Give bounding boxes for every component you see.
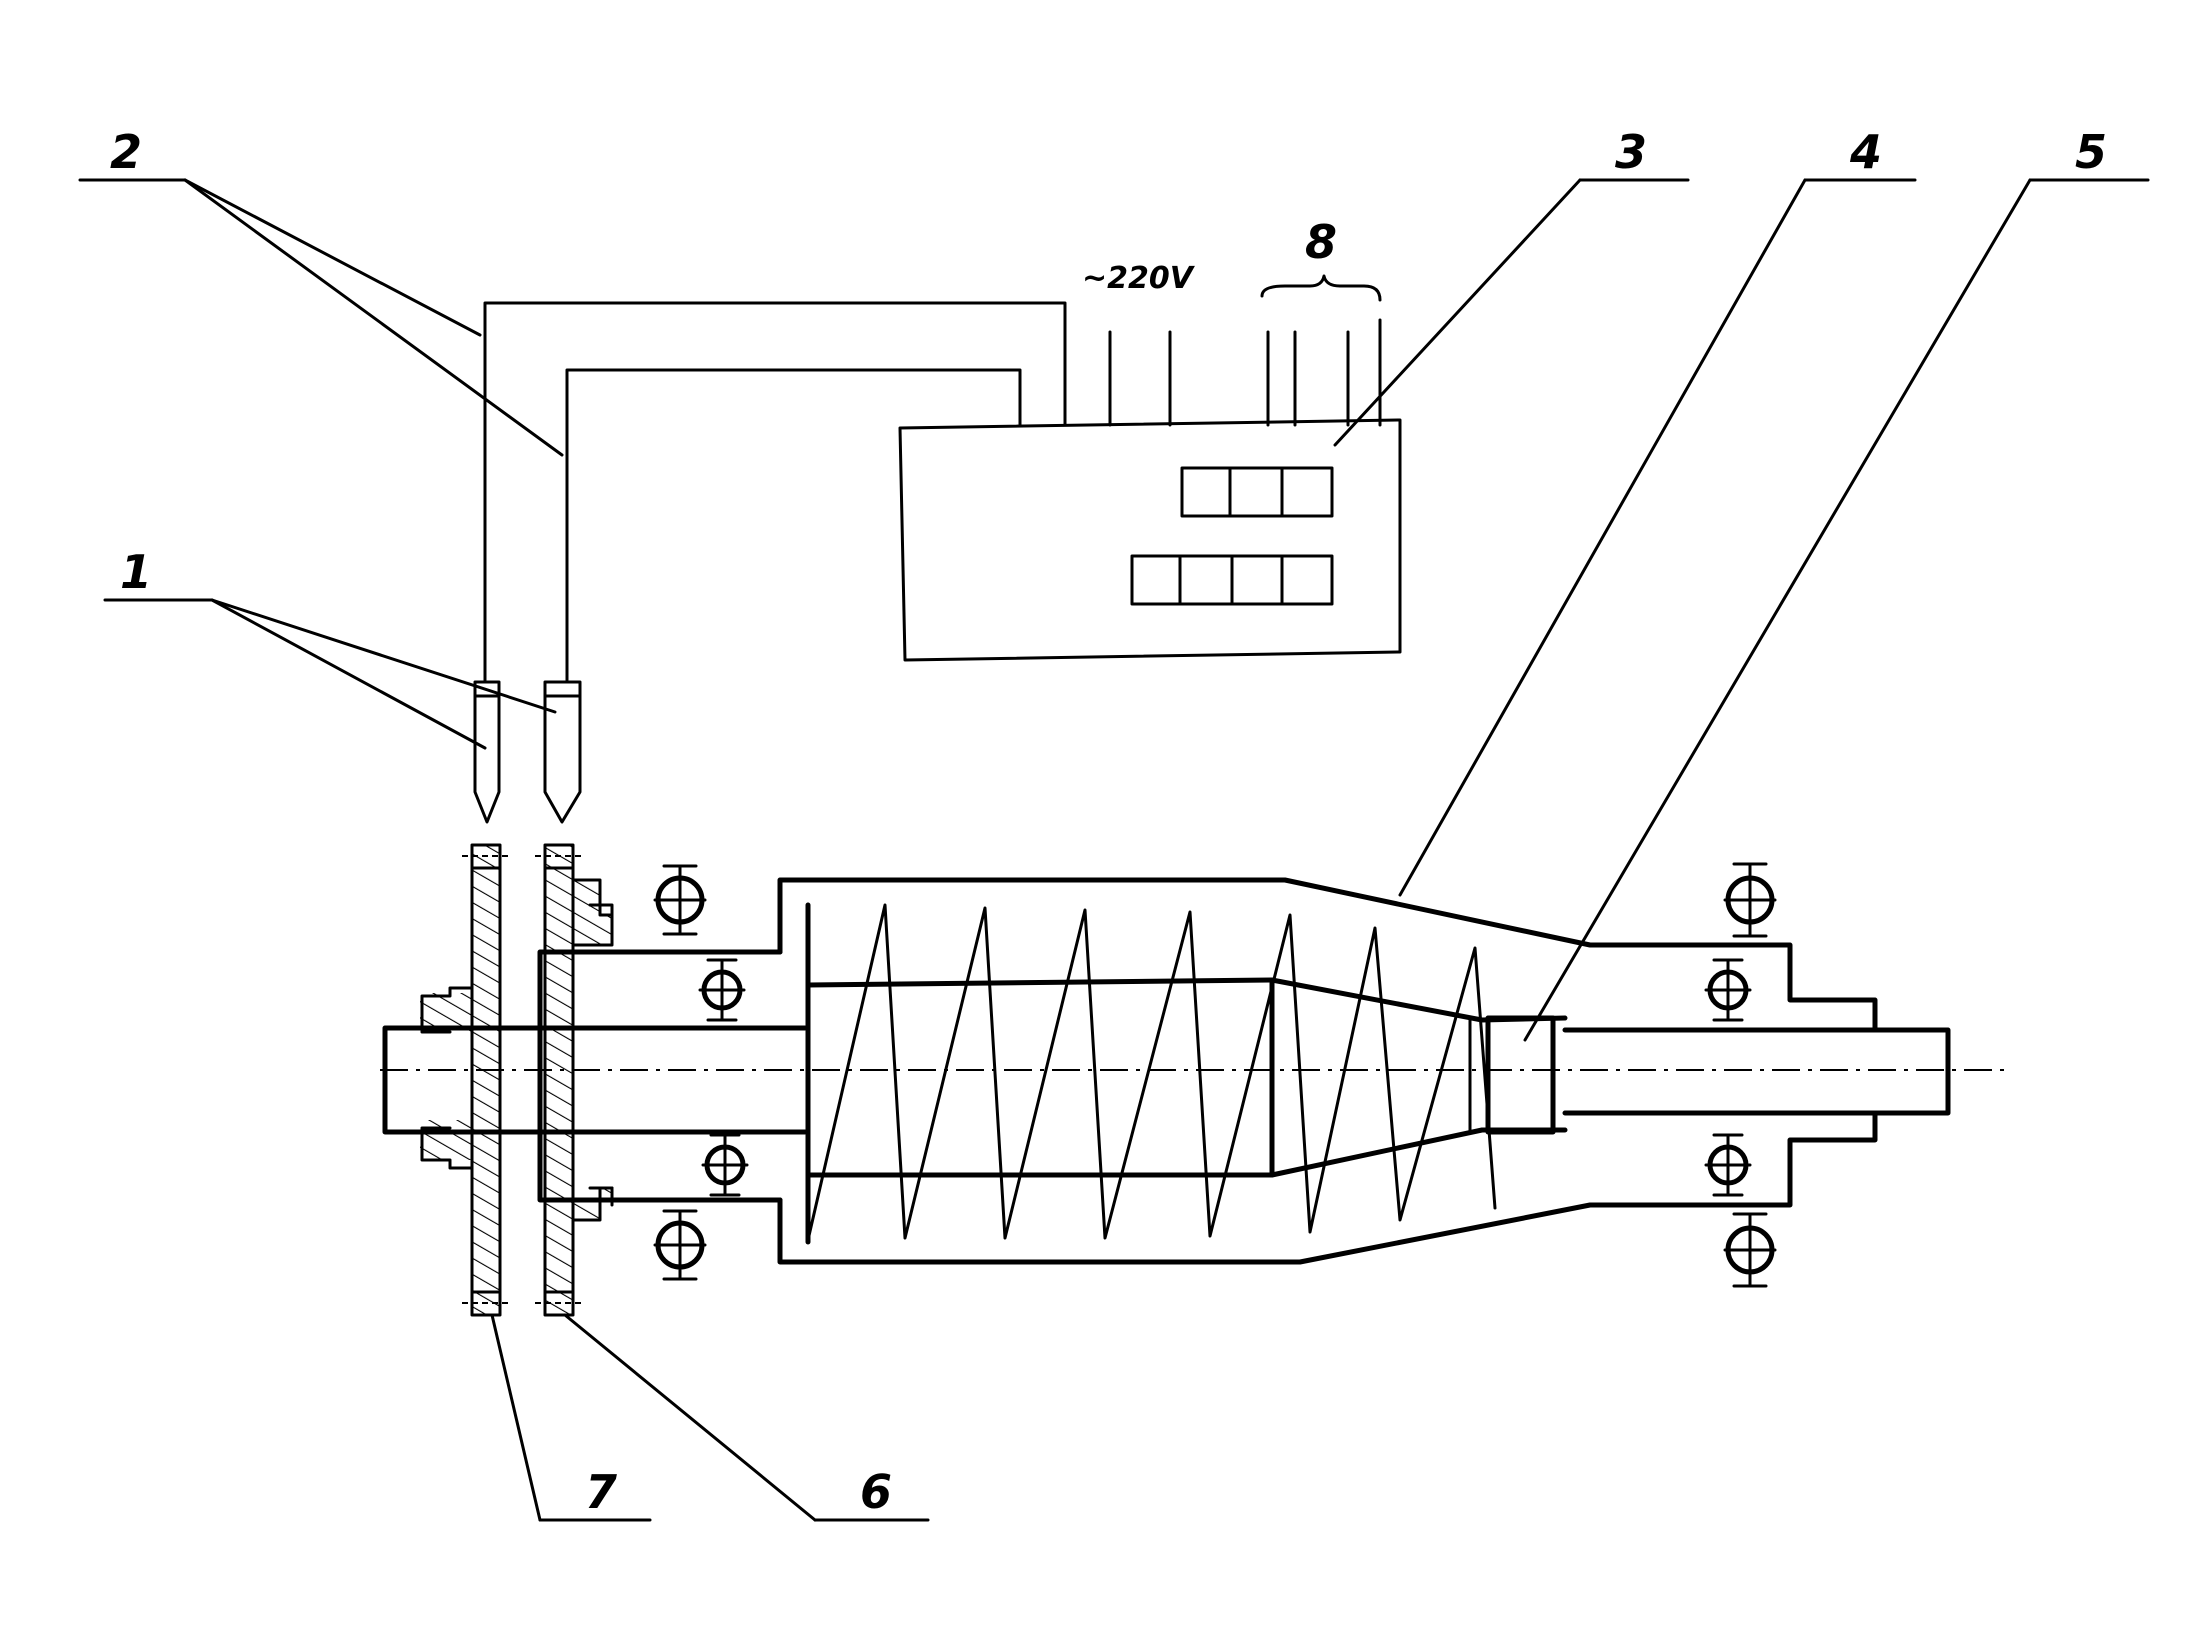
bearing-top-left-outer bbox=[653, 864, 707, 936]
bearing-5 bbox=[1468, 1015, 1556, 1135]
bearing-top-right-outer bbox=[1723, 862, 1777, 938]
label-2: 2 bbox=[110, 125, 142, 179]
label-4-group: 4 bbox=[1398, 125, 1917, 897]
label-2-group: 2 bbox=[78, 125, 564, 457]
right-shaft bbox=[1562, 1027, 1951, 1116]
disc-6 bbox=[535, 843, 614, 1317]
disc-7 bbox=[420, 843, 510, 1317]
label-6-group: 6 bbox=[563, 1313, 930, 1522]
bearing-bottom-left-inner bbox=[701, 1133, 749, 1197]
label-8: 8 bbox=[1305, 215, 1337, 269]
label-5: 5 bbox=[2075, 125, 2107, 179]
voltage-label: ~220V bbox=[1082, 261, 1196, 296]
screw-conveyor bbox=[805, 902, 1568, 1245]
label-1-group: 1 bbox=[103, 545, 557, 750]
label-7-group: 7 bbox=[490, 1313, 652, 1522]
label-4: 4 bbox=[1849, 125, 1882, 179]
label-6: 6 bbox=[860, 1465, 892, 1519]
label-5-group: 5 bbox=[1523, 125, 2150, 1042]
sensor-wires bbox=[483, 301, 1067, 682]
sensor-right bbox=[543, 680, 582, 824]
bowl-outer bbox=[777, 877, 1878, 1265]
bearing-bottom-left-outer bbox=[653, 1209, 707, 1281]
display-lower bbox=[1130, 554, 1334, 606]
display-upper bbox=[1180, 466, 1334, 518]
power-and-output-wires bbox=[1108, 318, 1382, 427]
left-hollow-shaft bbox=[537, 949, 783, 1203]
label-1: 1 bbox=[120, 545, 152, 599]
bearing-bottom-right-outer bbox=[1723, 1212, 1777, 1288]
control-box bbox=[898, 418, 1402, 662]
bearing-bottom-right-inner bbox=[1704, 1133, 1752, 1197]
left-shaft bbox=[382, 1025, 808, 1135]
label-3: 3 bbox=[1615, 125, 1647, 179]
sensor-left bbox=[473, 680, 501, 824]
label-7: 7 bbox=[585, 1465, 617, 1519]
label-8-group: 8 bbox=[1260, 215, 1382, 302]
label-3-group: 3 bbox=[1333, 125, 1690, 447]
brace bbox=[1260, 274, 1382, 302]
bearing-top-right-inner bbox=[1704, 958, 1752, 1022]
bearing-top-left-inner bbox=[698, 958, 746, 1022]
